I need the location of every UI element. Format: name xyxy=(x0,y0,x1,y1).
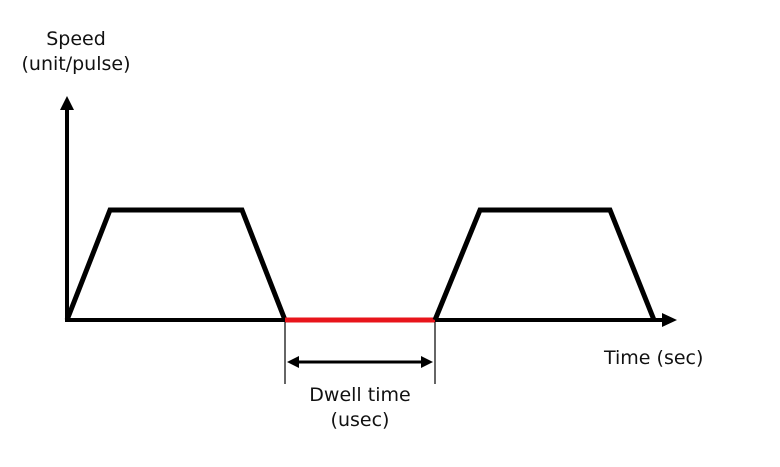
dwell-arrowhead-right xyxy=(421,356,433,368)
x-axis-label: Time (sec) xyxy=(604,347,704,369)
dwell-time-label-line2: (usec) xyxy=(330,409,390,431)
dwell-time-label: Dwell time (usec) xyxy=(290,383,430,433)
x-axis-arrowhead xyxy=(662,313,677,327)
y-axis-label-line2: (unit/pulse) xyxy=(21,53,131,75)
dwell-arrowhead-left xyxy=(287,356,299,368)
speed-profile-2 xyxy=(432,207,657,321)
y-axis-label: Speed (unit/pulse) xyxy=(12,27,140,77)
y-axis-label-line1: Speed xyxy=(46,28,106,50)
speed-profile-1 xyxy=(64,207,288,321)
dwell-time-label-line1: Dwell time xyxy=(309,384,411,406)
y-axis-arrowhead xyxy=(60,96,74,110)
